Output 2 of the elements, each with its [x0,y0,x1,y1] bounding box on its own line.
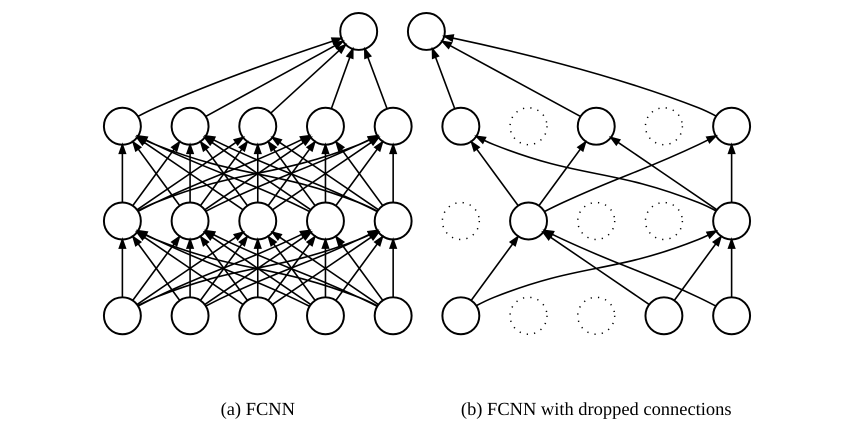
label: (a) FCNN [220,398,295,419]
label: (b) FCNN with dropped connections [460,398,732,419]
